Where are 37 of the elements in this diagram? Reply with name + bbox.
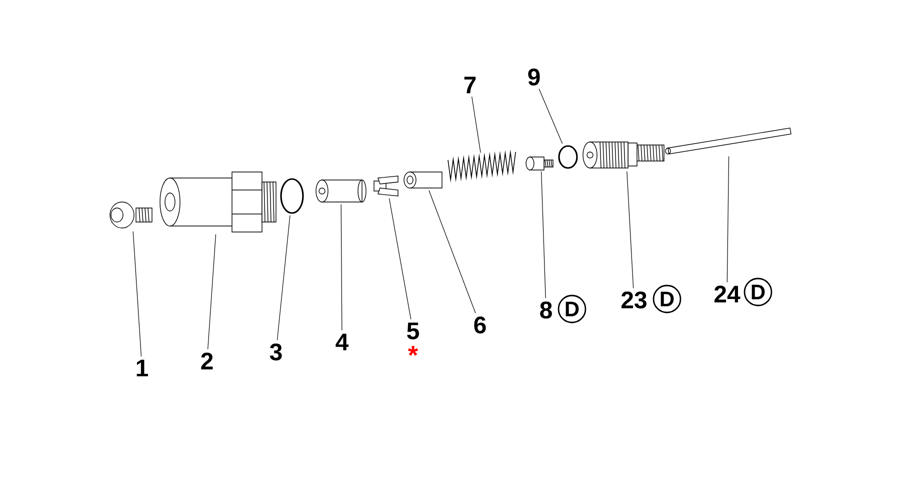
- part-drawing: [160, 172, 276, 232]
- part-drawing: [110, 202, 152, 228]
- leader-line: [538, 88, 563, 144]
- leader-line: [472, 96, 481, 153]
- part-drawing: [316, 180, 366, 202]
- leader-line: [208, 234, 216, 350]
- callout-number: 23: [622, 292, 646, 309]
- part-drawing: [582, 142, 664, 168]
- leader-line: [132, 231, 142, 357]
- leader-line: [541, 171, 546, 298]
- part-drawing: [665, 128, 792, 154]
- circled-letter: D: [744, 278, 772, 306]
- callout-number: 24: [714, 286, 740, 302]
- callout-number: 4: [336, 334, 349, 350]
- callout-number: 2: [201, 352, 213, 370]
- callout-number: 1: [136, 360, 148, 376]
- circled-letter: D: [652, 284, 682, 314]
- leader-line: [388, 198, 412, 320]
- asterisk: *: [408, 346, 418, 356]
- callout-number: 6: [474, 316, 486, 334]
- leader-line: [726, 156, 730, 283]
- part-drawing: [526, 156, 554, 170]
- leader-line: [276, 215, 290, 340]
- callout-number: 3: [270, 344, 282, 361]
- callout-number: 7: [464, 76, 476, 94]
- part-drawing: [448, 149, 516, 183]
- leader-line: [428, 190, 476, 314]
- part-drawing: [558, 145, 578, 169]
- callout-number: 8: [540, 302, 552, 318]
- leader-line: [340, 204, 342, 331]
- callout-number: 9: [528, 68, 540, 86]
- part-drawing: [280, 178, 304, 214]
- callout-number: 5: [407, 322, 419, 340]
- leader-line: [626, 171, 634, 288]
- part-drawing: [374, 176, 398, 196]
- part-drawing: [404, 172, 442, 188]
- circled-letter: D: [558, 294, 586, 324]
